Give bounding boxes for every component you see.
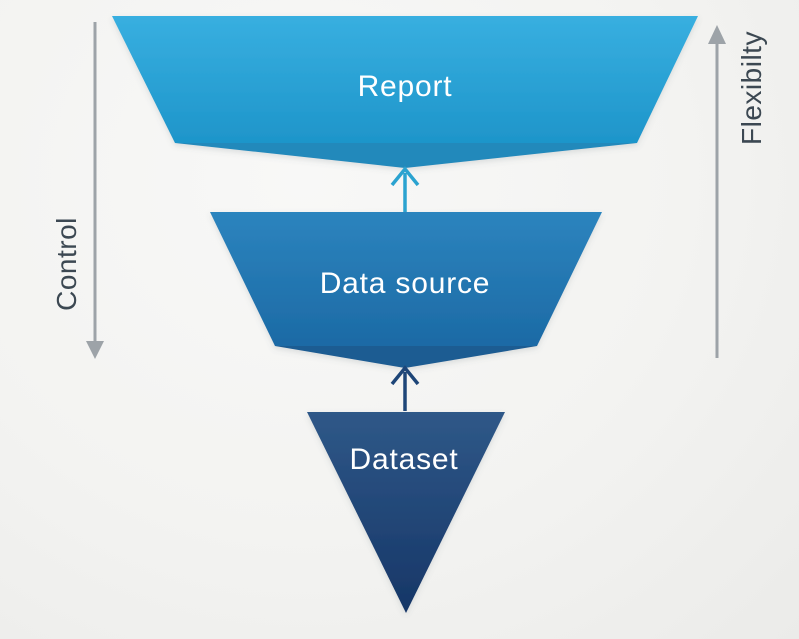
control-axis: Control: [51, 22, 104, 359]
data-source-label: Data source: [320, 267, 491, 300]
arrow-dataset-to-source: [390, 365, 420, 411]
dataset-label: Dataset: [350, 443, 459, 476]
flexibility-label: Flexibilty: [736, 31, 767, 145]
control-arrowhead-down-icon: [86, 341, 104, 359]
arrow-source-to-report: [390, 166, 420, 212]
flexibility-axis: Flexibilty: [708, 25, 767, 358]
report-shape-fold: [175, 143, 637, 168]
arrow-source-to-report-head-icon: [390, 166, 420, 187]
dataset-shape: [307, 412, 505, 613]
report-label: Report: [358, 70, 453, 103]
control-label: Control: [51, 217, 82, 311]
report-shape: [112, 16, 698, 143]
arrow-dataset-to-source-head-icon: [390, 365, 420, 386]
data-source-shape-fold: [275, 346, 537, 368]
data-source-shape: [210, 212, 602, 346]
flexibility-arrowhead-up-icon: [708, 25, 726, 44]
